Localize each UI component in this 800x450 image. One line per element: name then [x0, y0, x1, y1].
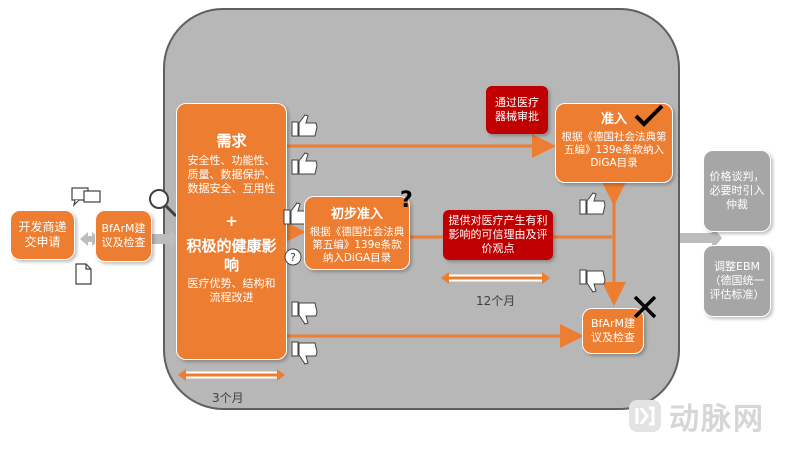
thumbs-down-icon-3 — [579, 269, 606, 293]
question-mark: ? — [400, 188, 413, 213]
admission-text: 根据《德国社会法典第五编》139e条款纳入DiGA目录 — [561, 131, 667, 169]
thumbs-up-icon-4 — [579, 192, 606, 215]
developer-application-box: 开发商递交申请 — [10, 210, 75, 260]
price-negotiation-label: 价格谈判，必要时引入仲裁 — [709, 170, 765, 211]
magnifier-icon — [149, 189, 178, 218]
admission-box: 准入 根据《德国社会法典第五编》139e条款纳入DiGA目录 — [555, 103, 673, 183]
watermark: 动脉网 — [627, 394, 765, 438]
requirements-items: 安全性、功能性、质量、数据保护、数据安全、互用性 — [187, 154, 276, 195]
preliminary-admission-box: 初步准入 根据《德国社会法典第五编》139e条款纳入DiGA目录 — [304, 196, 410, 270]
question-circle-icon: ? — [284, 248, 302, 266]
ebm-adjust-box: 调整EBM（德国统一评估标准） — [703, 245, 771, 317]
price-negotiation-box: 价格谈判，必要时引入仲裁 — [703, 150, 771, 232]
watermark-text: 动脉网 — [669, 402, 765, 437]
developer-application-label: 开发商递交申请 — [18, 220, 67, 249]
evidence-box: 提供对医疗产生有利影响的可信理由及评价观点 — [443, 210, 553, 260]
health-impact-title: 积极的健康影响 — [186, 237, 277, 274]
check-mark-icon — [634, 104, 664, 127]
preliminary-title: 初步准入 — [330, 207, 383, 222]
duration-12-months: 12个月 — [476, 294, 516, 308]
admission-title: 准入 — [600, 112, 627, 127]
thumbs-up-icon — [291, 114, 318, 137]
bfarm-panel-arrow — [152, 229, 178, 249]
evidence-label: 提供对医疗产生有利影响的可信理由及评价观点 — [448, 214, 548, 255]
device-approval-box: 通过医疗器械审批 — [486, 86, 548, 134]
bfarm-review-label-2: BfArM建议及检查 — [591, 317, 635, 344]
chat-icon — [71, 187, 101, 207]
svg-text:?: ? — [290, 251, 296, 264]
ebm-adjust-label: 调整EBM（德国统一评估标准） — [709, 260, 765, 301]
bfarm-review-box-2: BfArM建议及检查 — [582, 308, 644, 354]
device-approval-label: 通过医疗器械审批 — [495, 96, 539, 123]
thumbs-down-icon-2 — [291, 341, 318, 365]
health-impact-items: 医疗优势、结构和流程改进 — [187, 277, 276, 304]
thumbs-up-icon-2 — [291, 152, 318, 175]
plus-sign: + — [225, 212, 238, 230]
bfarm-review-box-1: BfArM建议及检查 — [95, 210, 152, 262]
duration-3-months: 3个月 — [212, 391, 244, 405]
panel-right-arrow — [680, 226, 722, 250]
preliminary-text: 根据《德国社会法典第五编》139e条款纳入DiGA目录 — [309, 226, 405, 264]
bfarm-review-label-1: BfArM建议及检查 — [101, 222, 146, 249]
requirements-title: 需求 — [216, 132, 247, 150]
watermark-logo-icon — [629, 400, 661, 432]
cross-mark-icon — [633, 295, 657, 319]
thumbs-down-icon — [291, 301, 318, 325]
document-icon — [75, 263, 92, 285]
requirements-box: 需求 安全性、功能性、质量、数据保护、数据安全、互用性 + 积极的健康影响 医疗… — [176, 103, 287, 360]
